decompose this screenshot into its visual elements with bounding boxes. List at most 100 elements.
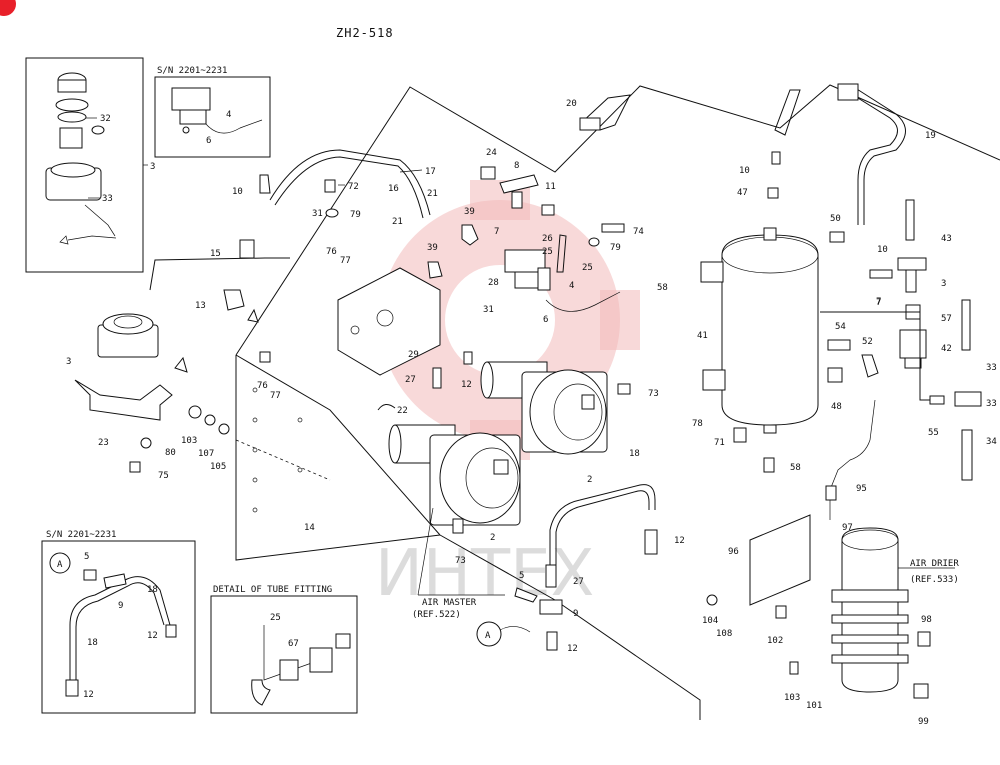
pressure-gauge-icon bbox=[97, 313, 159, 358]
part-label: 25 bbox=[582, 263, 593, 273]
part-label: 3 bbox=[150, 162, 155, 172]
part-label: 27 bbox=[405, 375, 416, 385]
bracket-plate bbox=[337, 267, 441, 376]
part-label: 47 bbox=[737, 188, 748, 198]
corner-marker-icon bbox=[0, 0, 16, 16]
inset-box-serial-bottom bbox=[41, 540, 196, 714]
part-label: 33 bbox=[986, 399, 997, 409]
part-label: 12 bbox=[147, 631, 158, 641]
part-label: 18 bbox=[147, 585, 158, 595]
part-label: 105 bbox=[210, 462, 226, 472]
part-label: 34 bbox=[986, 437, 997, 447]
part-label: 7 bbox=[494, 227, 499, 237]
part-label: 14 bbox=[304, 523, 315, 533]
section-marker-a bbox=[476, 621, 502, 647]
drawing-number: ZH2-518 bbox=[336, 26, 394, 40]
part-label: 77 bbox=[270, 391, 281, 401]
filter-42-icon bbox=[899, 329, 927, 369]
part-label: 79 bbox=[610, 243, 621, 253]
part-label: 3 bbox=[66, 357, 71, 367]
marker-letter: A bbox=[485, 631, 491, 641]
part-label: 76 bbox=[257, 381, 268, 391]
part-label: 22 bbox=[397, 406, 408, 416]
part-label: 78 bbox=[692, 419, 703, 429]
part-label: 108 bbox=[716, 629, 732, 639]
part-label: 43 bbox=[941, 234, 952, 244]
part-label: 10 bbox=[877, 245, 888, 255]
part-label: 39 bbox=[464, 207, 475, 217]
part-label: 29 bbox=[408, 350, 419, 360]
part-label: 24 bbox=[486, 148, 497, 158]
inset-marker-letter: A bbox=[57, 560, 63, 570]
part-label: 6 bbox=[543, 315, 548, 325]
bracket-23 bbox=[74, 379, 173, 421]
part-label: 67 bbox=[288, 639, 299, 649]
inset-box-serial-top bbox=[154, 76, 271, 158]
part-label: 26 bbox=[542, 234, 553, 244]
part-label: 41 bbox=[697, 331, 708, 341]
callout-air-drier-ref: (REF.533) bbox=[910, 575, 959, 585]
air-master-cylinder-rear-icon bbox=[480, 361, 608, 455]
part-label: 6 bbox=[206, 136, 211, 146]
tube-fitting-detail-icon bbox=[251, 633, 351, 706]
part-label: 97 bbox=[842, 523, 853, 533]
part-label: 54 bbox=[835, 322, 846, 332]
part-label: 50 bbox=[830, 214, 841, 224]
part-label: 28 bbox=[488, 278, 499, 288]
part-label: 107 bbox=[198, 449, 214, 459]
part-label: 42 bbox=[941, 344, 952, 354]
air-tank-icon bbox=[721, 227, 819, 434]
part-label: 4 bbox=[569, 281, 574, 291]
part-label: 96 bbox=[728, 547, 739, 557]
valve-knob-icon bbox=[45, 72, 117, 245]
part-label: 19 bbox=[925, 131, 936, 141]
part-label: 5 bbox=[519, 571, 524, 581]
part-label: 16 bbox=[388, 184, 399, 194]
part-label: 17 bbox=[425, 167, 436, 177]
part-label: 102 bbox=[767, 636, 783, 646]
part-label: 12 bbox=[461, 380, 472, 390]
part-label: 32 bbox=[100, 114, 111, 124]
part-label: 58 bbox=[657, 283, 668, 293]
part-label: 74 bbox=[633, 227, 644, 237]
part-label: 2 bbox=[490, 533, 495, 543]
callout-air-master-ref: (REF.522) bbox=[412, 610, 461, 620]
part-label: 4 bbox=[226, 110, 231, 120]
callout-air-master: AIR MASTER bbox=[422, 598, 477, 608]
part-label: 11 bbox=[545, 182, 556, 192]
part-label: 79 bbox=[350, 210, 361, 220]
part-label: 31 bbox=[483, 305, 494, 315]
part-label: 75 bbox=[158, 471, 169, 481]
part-label: 12 bbox=[674, 536, 685, 546]
air-master-cylinder-icon bbox=[388, 424, 521, 526]
part-label: 7 bbox=[876, 298, 881, 308]
part-label: 9 bbox=[118, 601, 123, 611]
part-label: 73 bbox=[648, 389, 659, 399]
part-label: 12 bbox=[567, 644, 578, 654]
main-frame-outline bbox=[235, 84, 1000, 356]
part-label: 2 bbox=[587, 475, 592, 485]
part-label: 13 bbox=[195, 301, 206, 311]
part-label: 20 bbox=[566, 99, 577, 109]
part-label: 77 bbox=[340, 256, 351, 266]
part-label: 7 bbox=[876, 297, 881, 307]
part-label: 5 bbox=[84, 552, 89, 562]
inset-tube-detail-title: DETAIL OF TUBE FITTING bbox=[213, 585, 332, 595]
part-label: 23 bbox=[98, 438, 109, 448]
part-label: 25 bbox=[542, 247, 553, 257]
air-drier-icon bbox=[831, 527, 909, 693]
part-label: 18 bbox=[87, 638, 98, 648]
part-label: 33 bbox=[986, 363, 997, 373]
part-label: 80 bbox=[165, 448, 176, 458]
part-label: 104 bbox=[702, 616, 718, 626]
part-label: 3 bbox=[941, 279, 946, 289]
valve-block-icon bbox=[171, 87, 263, 134]
part-label: 15 bbox=[210, 249, 221, 259]
part-label: 72 bbox=[348, 182, 359, 192]
part-label: 31 bbox=[312, 209, 323, 219]
part-label: 10 bbox=[232, 187, 243, 197]
part-label: 103 bbox=[784, 693, 800, 703]
part-label: 9 bbox=[573, 609, 578, 619]
